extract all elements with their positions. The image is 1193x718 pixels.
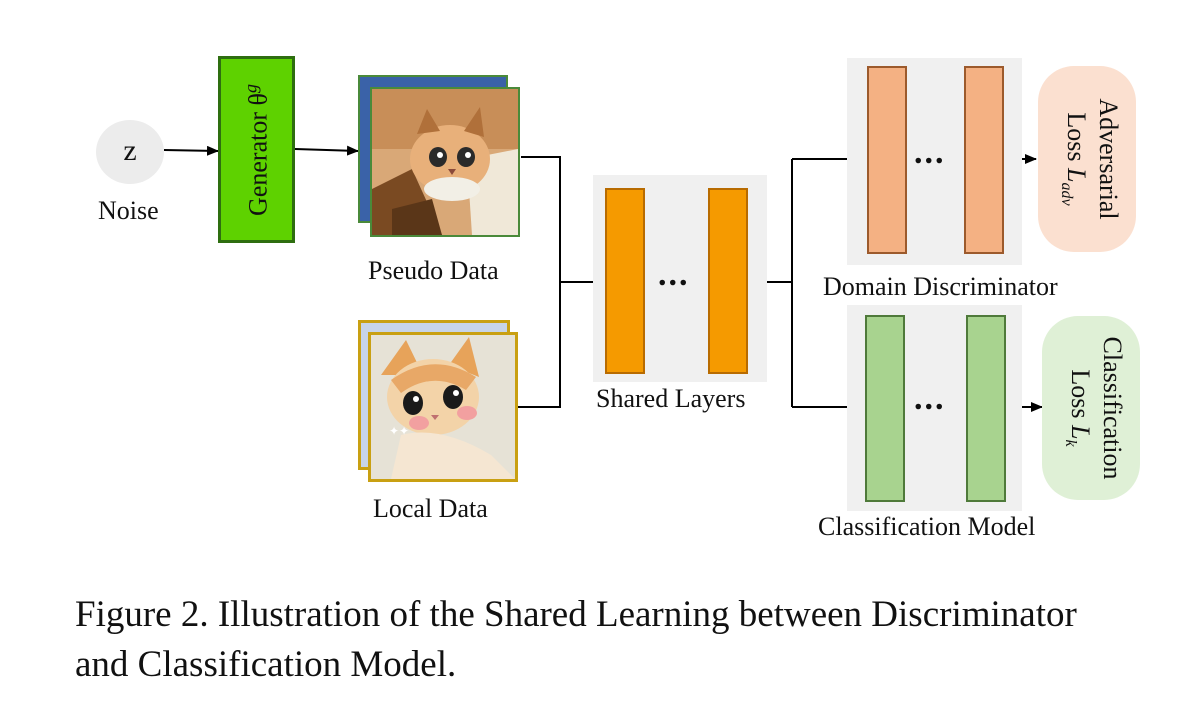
classification-model-label: Classification Model xyxy=(818,512,1036,541)
pseudo-data-image xyxy=(370,87,520,237)
adversarial-loss-node: Adversarial Loss Ladv xyxy=(1038,66,1136,252)
classifier-layer-last xyxy=(966,315,1006,502)
classifier-layer-first xyxy=(865,315,905,502)
discriminator-layer-last xyxy=(964,66,1004,254)
noise-node: z xyxy=(96,120,164,184)
local-data-label: Local Data xyxy=(373,494,488,523)
local-data-stack: ✦✦ xyxy=(358,320,523,485)
shared-layer-first xyxy=(605,188,645,374)
generator-to-pseudo-arrow xyxy=(294,145,359,156)
adversarial-loss-text: Adversarial Loss Ladv xyxy=(1057,98,1124,220)
pseudo-cat-picture xyxy=(372,89,518,235)
svg-text:✦✦: ✦✦ xyxy=(389,424,409,438)
discriminator-ellipsis: ... xyxy=(914,134,946,171)
generator-label: Generator θg xyxy=(240,83,272,216)
shared-layer-last xyxy=(708,188,748,374)
discriminator-layer-first xyxy=(867,66,907,254)
local-cat-picture: ✦✦ xyxy=(371,335,515,479)
pseudo-data-label: Pseudo Data xyxy=(368,256,499,285)
figure-caption: Figure 2. Illustration of the Shared Lea… xyxy=(75,594,1077,685)
generator-block: Generator θg xyxy=(218,56,295,243)
shared-layers-ellipsis: ... xyxy=(658,256,690,293)
domain-discriminator-label: Domain Discriminator xyxy=(823,272,1058,301)
pseudo-to-shared-connector xyxy=(521,156,561,282)
local-data-image: ✦✦ xyxy=(368,332,518,482)
pseudo-data-stack xyxy=(358,75,523,240)
noise-symbol: z xyxy=(123,134,137,167)
classification-loss-text: Classification Loss Lk xyxy=(1061,336,1128,480)
noise-label: Noise xyxy=(98,196,159,225)
local-to-shared-connector xyxy=(514,282,561,408)
generator-superscript: g xyxy=(240,83,261,93)
shared-layers-label: Shared Layers xyxy=(596,384,746,413)
classification-loss-node: Classification Loss Lk xyxy=(1042,316,1140,500)
noise-to-generator-arrow xyxy=(163,145,219,156)
classifier-ellipsis: ... xyxy=(914,380,946,417)
